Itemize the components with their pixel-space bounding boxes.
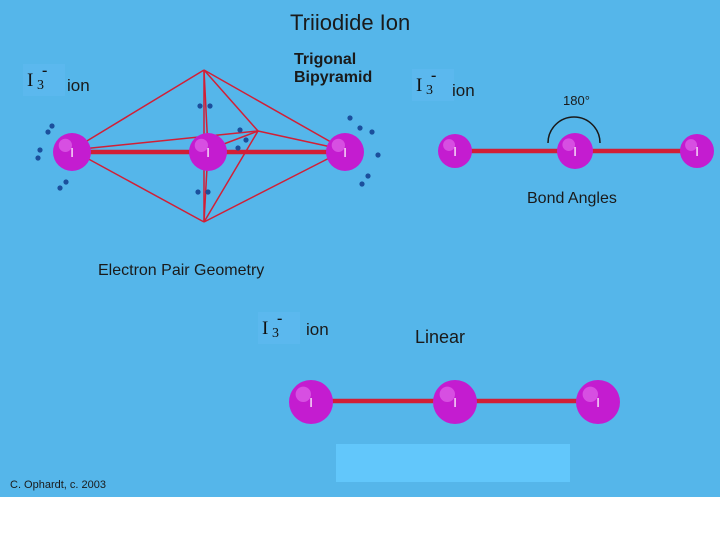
iodine-atom: I [326,133,364,171]
lone-pair-dot [369,129,375,135]
atom-label: I [309,395,313,410]
iodine-atom: I [53,133,91,171]
bipyramid-edge [203,149,346,223]
atom-highlight [194,138,209,153]
bipyramid-edge [71,130,259,151]
atom-label: I [596,395,600,410]
atom-highlight [685,139,697,151]
electron-pair-geometry-label: Electron Pair Geometry [98,262,265,279]
atom-label: I [70,145,74,160]
atom-label: I [343,145,347,160]
trigonal-bipyramid-label: Trigonal Bipyramid [294,51,372,87]
lone-pair-dot [37,147,43,153]
atom-highlight [443,139,455,151]
ion-label-bottom: ion [306,320,329,339]
lone-pair-dot [35,155,41,161]
atoms: I I I I I I I I I [53,133,714,424]
lone-pairs [35,103,381,195]
iodine-atom: I [438,134,472,168]
atom-label: I [453,395,457,410]
diagram-title: Triiodide Ion [290,10,411,35]
lone-pair-dot [63,179,69,185]
atom-highlight [58,138,72,153]
iodine-atom: I [576,380,620,424]
lone-pair-dot [197,103,203,109]
iodine-atom: I [433,380,477,424]
credit-text: C. Ophardt, c. 2003 [10,479,106,491]
ion-label-top-left: ion [67,76,90,95]
iodine-atom: I [189,133,227,171]
bipyramid-edge [203,69,346,151]
diagram-svg: I I I I I I I I I [35,69,714,424]
lone-pair-dot [365,173,371,179]
lone-pair-dot [49,123,55,129]
bipyramid-edge [203,130,259,223]
blank-label-box [336,444,570,482]
atom-highlight [295,386,311,402]
atom-label: I [573,144,577,159]
bipyramid-edge [71,69,205,151]
bipyramid-label: Bipyramid [294,69,373,86]
lone-pair-dot [347,115,353,121]
angle-180-label: 180° [563,93,590,108]
lone-pair-dot [375,152,381,158]
atom-highlight [582,386,598,402]
ion-label-top-right: ion [452,81,475,100]
iodine-atom: I [557,133,593,169]
lone-pair-dot [205,189,211,195]
lone-pair-dot [45,129,51,135]
atom-highlight [562,138,575,151]
iodine-atom: I [289,380,333,424]
lone-pair-dot [357,125,363,131]
lone-pair-dot [57,185,63,191]
atom-highlight [331,138,345,153]
bond-angles-label: Bond Angles [527,190,617,207]
lone-pair-dot [237,127,243,133]
atom-highlight [439,386,455,402]
atom-label: I [695,144,699,159]
iodine-atom: I [680,134,714,168]
linear-label: Linear [415,327,466,347]
atom-label: I [453,144,457,159]
atom-label: I [206,145,210,160]
bipyramid-edge [203,69,259,132]
angle-arc [547,116,601,144]
lone-pair-dot [207,103,213,109]
diagram-canvas: I I I I I I I I I Triiodide Ion Trigonal Bipyram… [0,0,720,497]
lone-pair-dot [243,137,249,143]
bipyramid-edge [71,149,205,223]
lone-pair-dot [195,189,201,195]
lone-pair-dot [235,145,241,151]
lone-pair-dot [359,181,365,187]
trigonal-label: Trigonal [294,51,357,68]
